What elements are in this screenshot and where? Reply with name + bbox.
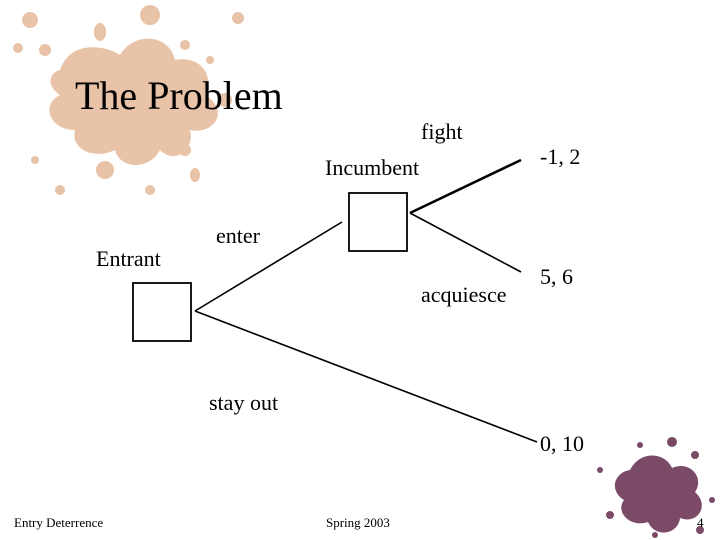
action-label-fight: fight: [421, 121, 463, 143]
node-label-entrant: Entrant: [96, 248, 161, 270]
page-title: The Problem: [75, 76, 283, 116]
branch-stay-out: [195, 311, 537, 442]
action-label-acquiesce: acquiesce: [421, 284, 507, 306]
incumbent-node: [349, 193, 407, 251]
branch-acquiesce: [410, 213, 521, 272]
footer-left: Entry Deterrence: [14, 516, 103, 529]
payoff-fight: -1, 2: [540, 146, 580, 168]
entrant-node: [133, 283, 191, 341]
action-label-enter: enter: [216, 225, 260, 247]
payoff-acquiesce: 5, 6: [540, 266, 573, 288]
node-label-incumbent: Incumbent: [325, 157, 419, 179]
branch-fight: [410, 160, 521, 213]
payoff-stay-out: 0, 10: [540, 433, 584, 455]
page-number: 4: [697, 516, 704, 529]
action-label-stay-out: stay out: [209, 392, 278, 414]
footer-center: Spring 2003: [326, 516, 390, 529]
